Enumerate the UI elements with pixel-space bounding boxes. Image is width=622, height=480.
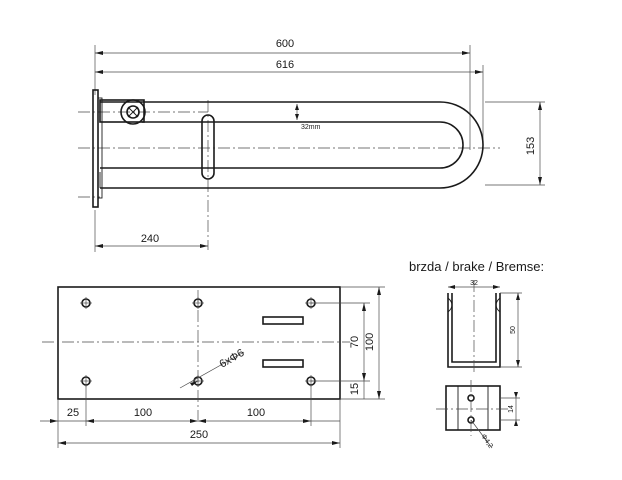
dimension-153: 153 xyxy=(485,101,545,186)
dim-100-vertical-label: 100 xyxy=(364,333,376,351)
hole-callout: 6xΦ6 xyxy=(179,347,247,389)
dimension-616: 616 xyxy=(95,59,484,150)
slot xyxy=(262,359,304,368)
dim-100-right-label: 100 xyxy=(247,407,265,419)
dimension-240: 240 xyxy=(94,210,208,252)
upper-tube xyxy=(100,101,484,189)
dim-25-label: 25 xyxy=(67,407,79,419)
brake-top-view: 14 Φ4,2 xyxy=(436,380,520,450)
slot xyxy=(262,316,304,325)
brake-dim-32-label: 32 xyxy=(470,280,478,287)
dim-70-label: 70 xyxy=(349,336,361,348)
dim-616-label: 616 xyxy=(276,59,294,71)
dim-15-label: 15 xyxy=(349,383,361,395)
dimension-15: 15 xyxy=(349,381,365,399)
grip-sleeve xyxy=(201,114,215,180)
mounting-plate xyxy=(57,286,341,400)
plate-view: 6xΦ6 70 100 15 xyxy=(40,286,385,448)
hinge-joint xyxy=(99,99,146,125)
dim-250-label: 250 xyxy=(190,429,208,441)
lower-tube xyxy=(100,121,464,169)
dimension-600: 600 xyxy=(94,38,471,150)
dim-153-label: 153 xyxy=(525,137,537,155)
dimension-100-vertical: 100 xyxy=(340,286,385,400)
dimension-row-hole-spacing: 25 100 100 xyxy=(40,385,340,426)
dimension-32mm: 32mm xyxy=(295,104,321,131)
dimension-70: 70 xyxy=(311,302,370,382)
dim-600-label: 600 xyxy=(276,38,294,50)
wall-plate xyxy=(92,89,99,208)
side-view: 600 616 xyxy=(78,38,545,252)
brake-dim-14-label: 14 xyxy=(508,405,515,413)
dim-100-left-label: 100 xyxy=(134,407,152,419)
brake-view: brzda / brake / Bremse: 32 50 xyxy=(409,259,544,450)
brake-dim-50-label: 50 xyxy=(510,326,517,334)
dim-32mm-label: 32mm xyxy=(301,124,321,131)
brake-profile: 32 50 xyxy=(447,280,522,372)
hole-label: 6xΦ6 xyxy=(218,347,247,371)
brake-title: brzda / brake / Bremse: xyxy=(409,259,544,274)
dimension-250: 250 xyxy=(57,399,341,448)
dim-240-label: 240 xyxy=(141,233,159,245)
